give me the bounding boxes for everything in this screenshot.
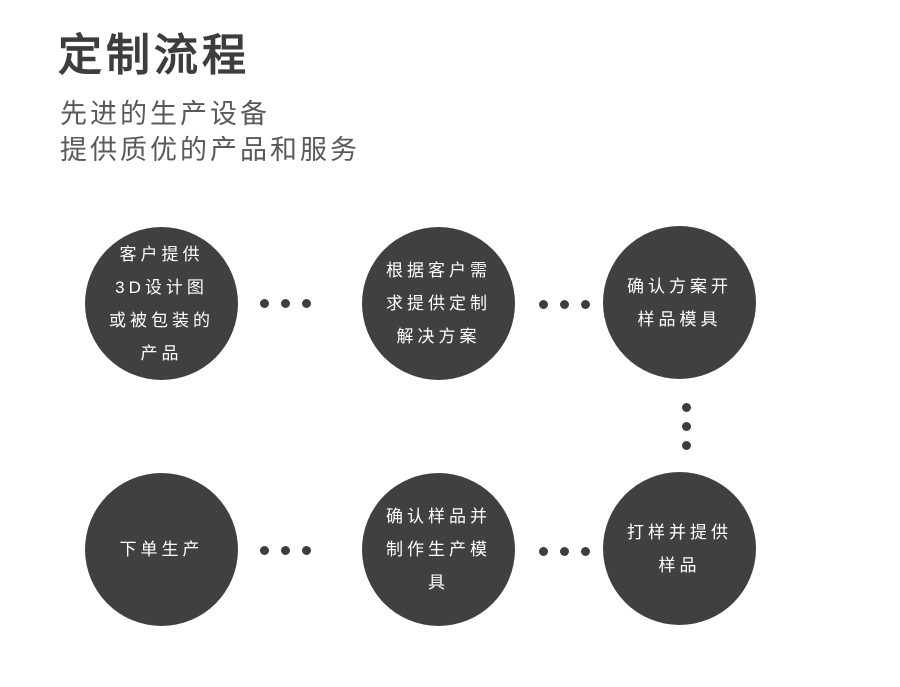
dot <box>682 403 691 412</box>
dot <box>682 441 691 450</box>
flow-step-2-circle: 根据客户需 求提供定制 解决方案 <box>362 227 515 380</box>
flow-step-2-label: 根据客户需 求提供定制 解决方案 <box>386 261 491 346</box>
flow-step-3-label: 确认方案开 样品模具 <box>627 276 732 329</box>
dot <box>560 547 569 556</box>
flow-step-1-circle: 客户提供 3D设计图 或被包装的 产品 <box>85 227 238 380</box>
subtitle-line-2: 提供质优的产品和服务 <box>60 135 360 165</box>
subtitle-line-1: 先进的生产设备 <box>60 99 270 129</box>
dot <box>581 547 590 556</box>
dot <box>560 300 569 309</box>
dot <box>260 299 269 308</box>
dot <box>281 546 290 555</box>
connector-step3-step4 <box>682 403 691 450</box>
flow-step-5-label: 确认样品并 制作生产模 具 <box>386 507 491 592</box>
flow-step-6-label: 下单生产 <box>119 540 204 559</box>
flow-step-3-circle: 确认方案开 样品模具 <box>603 226 756 379</box>
dot <box>539 300 548 309</box>
connector-step1-step2 <box>260 299 311 308</box>
flow-step-6-circle: 下单生产 <box>85 473 238 626</box>
flow-step-5-circle: 确认样品并 制作生产模 具 <box>362 473 515 626</box>
flow-step-4-circle: 打样并提供 样品 <box>603 472 756 625</box>
connector-step4-step5 <box>539 547 590 556</box>
connector-step2-step3 <box>539 300 590 309</box>
dot <box>302 299 311 308</box>
flow-step-1-label: 客户提供 3D设计图 或被包装的 产品 <box>109 244 214 363</box>
dot <box>281 299 290 308</box>
dot <box>302 546 311 555</box>
dot <box>581 300 590 309</box>
flow-step-4-label: 打样并提供 样品 <box>627 522 732 575</box>
connector-step5-step6 <box>260 546 311 555</box>
dot <box>260 546 269 555</box>
dot <box>539 547 548 556</box>
dot <box>682 422 691 431</box>
page-title: 定制流程 <box>58 31 250 80</box>
page-subtitle: 先进的生产设备 提供质优的产品和服务 <box>60 96 360 168</box>
